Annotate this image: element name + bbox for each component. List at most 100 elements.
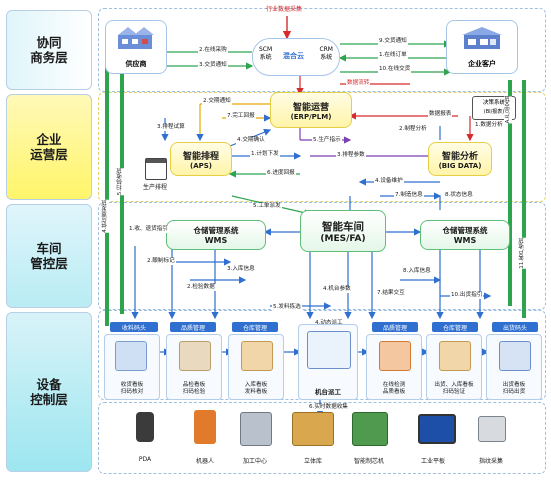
- machining-center-icon: [240, 412, 272, 446]
- flow-device-maint: 4.设备维护: [374, 178, 404, 185]
- robot-icon: [194, 410, 216, 444]
- flow-delivery-notice-right: 9.交货通知: [378, 38, 408, 45]
- hybrid-cloud: SCM 系统 混合云 CRM 系统: [252, 38, 340, 76]
- flow-outbound-guide: 10.出货指引: [450, 292, 484, 299]
- monitor-dashboard-icon: [307, 331, 351, 369]
- station-warehouse-right: 出货、入库看板 扫码验证: [426, 334, 482, 400]
- supplier-label: 供应商: [125, 60, 147, 68]
- scm-label: SCM 系统: [259, 46, 273, 61]
- device-fingerprint: 指纹采集: [478, 458, 503, 465]
- wms-left-node: 仓储管理系统 WMS: [166, 220, 266, 250]
- wms-right-sub: WMS: [453, 236, 477, 245]
- pda-icon: [136, 412, 154, 442]
- device-robot: 机器人: [195, 458, 214, 465]
- layer-collab: 协同 商务层: [6, 10, 92, 90]
- flow-dispatch-pull: 5.发料拣选: [272, 304, 302, 311]
- shelves-icon: [241, 341, 273, 371]
- flow-aps-feedback: 3.排程试算: [156, 124, 186, 131]
- flow-quality-data: 2.检验数据: [186, 284, 216, 291]
- device-industrial-tablet: 工业平板: [420, 458, 445, 465]
- station-bar-warehouse-right: 仓库管理: [432, 322, 478, 332]
- flow-data-transfer: 数据流转: [346, 80, 371, 87]
- station-machine-dispatch: 机台派工: [298, 324, 358, 400]
- flow-outbound-delivery: A.产品交货: [504, 96, 512, 124]
- station-quality-right: 在线检测 品质看板: [366, 334, 422, 400]
- layer-workshop: 车间 管控层: [6, 204, 92, 308]
- calendar-icon: [145, 158, 167, 180]
- station-receiving: 收货看板 扫码核对: [104, 334, 160, 400]
- band-workshop: [98, 202, 546, 310]
- auto-warehouse-icon: [292, 412, 334, 446]
- bigdata-title: 智能分析: [441, 151, 478, 162]
- decision-sub: (BI/报表): [483, 109, 505, 115]
- wms-left-title: 仓储管理系统: [193, 226, 239, 235]
- device-auto-warehouse: 立体库: [303, 458, 322, 465]
- wms-left-sub: WMS: [204, 236, 228, 245]
- station-bar-quality-left: 品质管理: [170, 322, 216, 332]
- flow-scan-receive: 5.扫码收货: [116, 168, 124, 196]
- layer-device: 设备 控制层: [6, 312, 92, 472]
- robot-arm-icon: [379, 341, 411, 371]
- wms-right-node: 仓储管理系统 WMS: [420, 220, 510, 250]
- layer-device-label: 设备 控制层: [30, 377, 68, 407]
- flow-online-order: 1.在线订单: [378, 52, 408, 59]
- device-pda: PDA: [138, 456, 152, 463]
- layer-enterprise: 企业 运营层: [6, 94, 92, 200]
- flow-order-issue: 4.交期确认: [236, 137, 266, 144]
- flow-plan-issue: 1.计划下发: [250, 151, 280, 158]
- flow-material-request: 4.机台参数: [322, 286, 352, 293]
- warehouse-icon: [462, 27, 502, 49]
- flow-supplier-delivery: 4.供应商发货: [101, 200, 109, 233]
- forklift-icon: [439, 341, 471, 371]
- erp-sub: (ERP/PLM): [290, 112, 332, 121]
- inspector-icon: [179, 341, 211, 371]
- flow-result-delivery: 7.结果交互: [376, 290, 406, 297]
- station-bar-quality-right: 品质管理: [372, 322, 418, 332]
- industrial-tablet-icon: [418, 414, 456, 444]
- aps-title: 智能排程: [182, 151, 219, 162]
- mes-node: 智能车间 (MES/FA): [300, 210, 386, 252]
- layer-enterprise-label: 企业 运营层: [30, 132, 68, 162]
- flow-schedule-params: 3.排程参数: [336, 152, 366, 159]
- device-machining-center: 加工中心: [242, 458, 267, 465]
- kanban-board-icon: [115, 341, 147, 371]
- flow-online-delivery: 10.在线交货: [378, 66, 412, 73]
- hybrid-cloud-label: 混合云: [283, 52, 304, 60]
- flow-inbound-info2: 8.入库信息: [402, 268, 432, 275]
- layer-collab-label: 协同 商务层: [30, 35, 68, 65]
- mes-title: 智能车间: [322, 220, 364, 233]
- industry-data-label: 行业数据采集: [266, 6, 303, 13]
- flow-data-analysis: 1.数据分析: [474, 122, 504, 129]
- flow-progress-feedback: 6.进度回报: [266, 170, 296, 177]
- station-bar-warehouse-left: 仓库管理: [232, 322, 278, 332]
- station-quality-left: 品检看板 扫码检验: [166, 334, 222, 400]
- flow-manufacture-info: 7.制造信息: [394, 192, 424, 199]
- core-machine-icon: [352, 412, 388, 446]
- supplier-node: 供应商: [105, 20, 167, 74]
- fingerprint-reader-icon: [478, 416, 506, 442]
- aps-caption: 生产排程: [143, 184, 168, 191]
- truck-icon: [499, 341, 531, 371]
- flow-work-order: 7.完工回报: [226, 113, 256, 120]
- erp-title: 智能运营: [292, 102, 329, 113]
- flow-inbound-info: 3.入库信息: [226, 266, 256, 273]
- flow-work-dispatch: 5.工单派发: [252, 203, 282, 210]
- station-warehouse-left: 入库看板 发料看板: [228, 334, 284, 400]
- bigdata-node: 智能分析 (BIG DATA): [428, 142, 492, 176]
- flow-realtime-collect: 6.实时数据收集: [308, 404, 349, 411]
- flow-data-collect-bi: 数据报表: [428, 111, 453, 118]
- flow-exec-feedback: 2.制程分析: [398, 126, 428, 133]
- industry-data-tag: 行业数据采集: [266, 4, 302, 13]
- crm-label: CRM 系统: [319, 46, 333, 61]
- flow-station-report: 4.动态派工: [314, 320, 344, 327]
- flow-delivery-notice-left: 3.交货通知: [198, 62, 228, 69]
- customer-label: 企业客户: [468, 60, 496, 68]
- aps-node: 智能排程 (APS): [170, 142, 232, 176]
- wms-right-title: 仓储管理系统: [442, 226, 488, 235]
- device-core-machine: 智能制芯机: [353, 458, 384, 465]
- flow-delivery-notice-erp: 2.交期通知: [202, 98, 232, 105]
- band-devices: [98, 402, 546, 474]
- flow-online-purchase: 2.在线采购: [198, 47, 228, 54]
- customer-node: 企业客户: [446, 20, 518, 74]
- flow-status-info: 8.状态信息: [444, 192, 474, 199]
